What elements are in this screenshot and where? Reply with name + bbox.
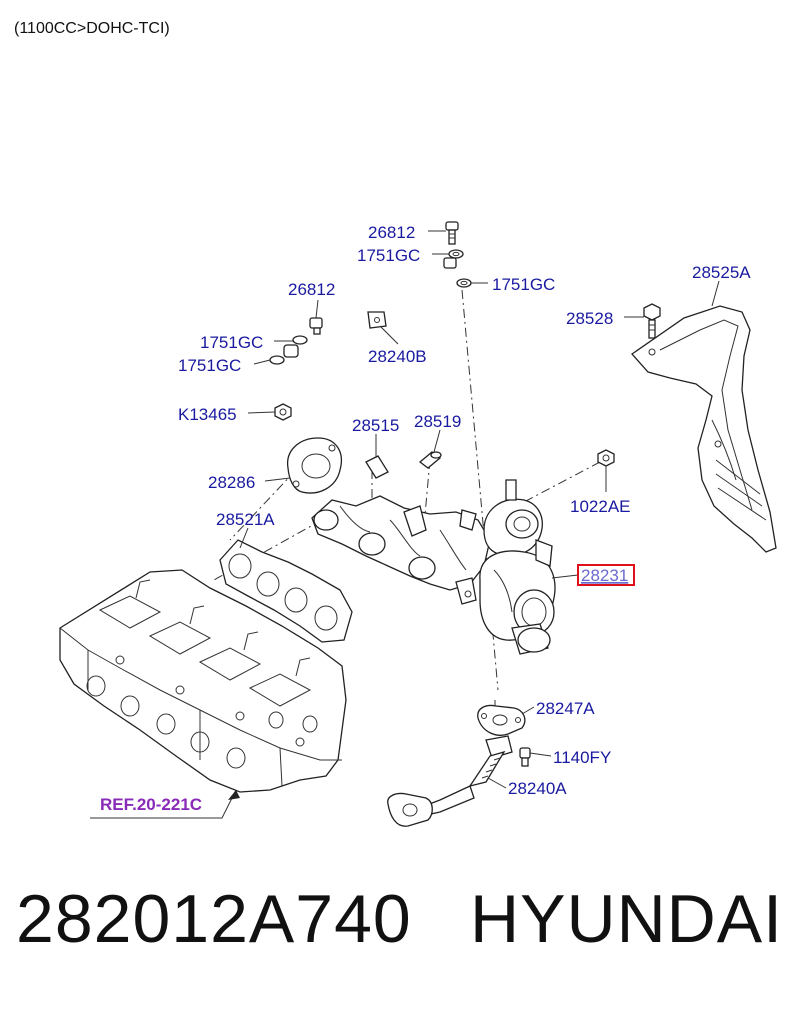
leader-lines — [90, 230, 720, 819]
label-1751gc-a[interactable]: 1751GC — [357, 246, 420, 265]
pin-28515[interactable] — [365, 455, 389, 479]
label-1751gc-c[interactable]: 1751GC — [200, 333, 263, 352]
gasket-28247a[interactable] — [477, 704, 526, 736]
label-1751gc-d[interactable]: 1751GC — [178, 356, 241, 375]
label-26812-left[interactable]: 26812 — [288, 280, 335, 299]
label-28525a[interactable]: 28525A — [692, 263, 751, 282]
label-28247a[interactable]: 28247A — [536, 699, 595, 718]
label-28286[interactable]: 28286 — [208, 473, 255, 492]
label-28231-highlighted[interactable]: 28231 — [581, 566, 628, 585]
footer: 282012A740 HYUNDAI — [0, 880, 795, 1000]
label-28515[interactable]: 28515 — [352, 416, 399, 435]
washer-1751gc-d[interactable] — [269, 355, 285, 365]
label-28240b[interactable]: 28240B — [368, 347, 427, 366]
footer-brand: HYUNDAI — [470, 881, 784, 957]
washer-1751gc-a[interactable] — [448, 249, 464, 259]
label-1751gc-b[interactable]: 1751GC — [492, 275, 555, 294]
washer-1751gc-c[interactable] — [292, 335, 308, 345]
bolt-28528[interactable] — [643, 303, 661, 339]
heat-shield-28525a[interactable] — [631, 305, 777, 553]
highlight-box — [577, 564, 635, 586]
gasket-28521a[interactable] — [219, 539, 353, 643]
bolt-26812-left[interactable] — [309, 317, 323, 335]
engine-spec-header: (1100CC>DOHC-TCI) — [14, 20, 170, 37]
turbocharger-28231[interactable] — [479, 479, 556, 655]
gasket-28286[interactable] — [287, 437, 342, 494]
parts-diagram: (1100CC>DOHC-TCI) — [14, 20, 777, 827]
nut-k13465[interactable] — [274, 403, 292, 421]
oil-pipe-28240a[interactable] — [387, 735, 513, 827]
footer-part-number: 282012A740 — [16, 881, 412, 957]
pin-28519[interactable] — [418, 451, 442, 469]
reference-link[interactable]: REF.20-221C — [100, 795, 202, 814]
nut-1022ae[interactable] — [597, 449, 615, 467]
washer-1751gc-b[interactable] — [456, 278, 472, 288]
label-28519[interactable]: 28519 — [414, 412, 461, 431]
bolt-26812-top[interactable] — [445, 221, 459, 245]
cylinder-head[interactable] — [59, 569, 347, 793]
label-1140fy[interactable]: 1140FY — [553, 748, 611, 767]
oil-pipe-28240b[interactable] — [283, 257, 457, 358]
bolt-1140fy[interactable] — [519, 747, 531, 767]
label-28528[interactable]: 28528 — [566, 309, 613, 328]
label-1022ae[interactable]: 1022AE — [570, 497, 631, 516]
exhaust-manifold[interactable] — [311, 495, 491, 605]
label-k13465[interactable]: K13465 — [178, 405, 237, 424]
label-28521a[interactable]: 28521A — [216, 510, 275, 529]
label-26812-top[interactable]: 26812 — [368, 223, 415, 242]
label-28240a[interactable]: 28240A — [508, 779, 567, 798]
